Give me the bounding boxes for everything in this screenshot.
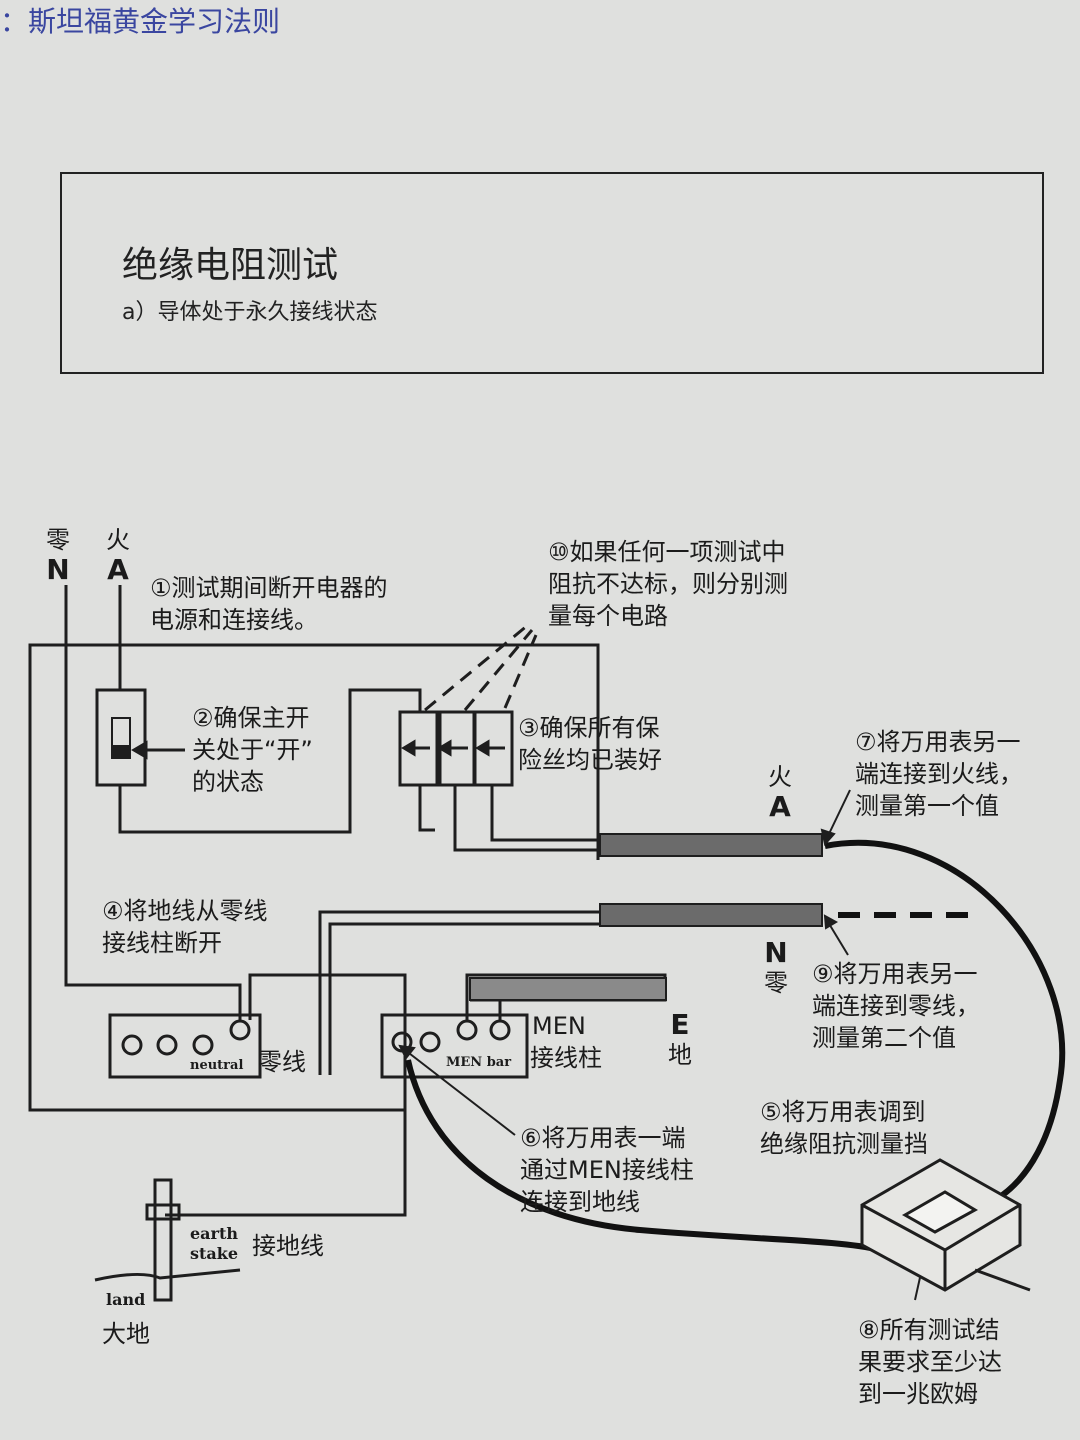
neutral-supply-label: 零 N bbox=[46, 526, 70, 586]
title-box: 绝缘电阻测试 a）导体处于永久接线状态 bbox=[60, 172, 1044, 374]
diagram-title: 绝缘电阻测试 bbox=[122, 245, 339, 286]
earth-stake-cn-label: 接地线 bbox=[252, 1232, 324, 1260]
step2-label: ②确保主开 关处于“开” 的状态 bbox=[192, 704, 313, 796]
neutral-cable-end bbox=[599, 903, 823, 927]
land-cn-label: 大地 bbox=[102, 1320, 150, 1348]
meter-lead-earth bbox=[405, 1059, 881, 1253]
meter-lead-live bbox=[824, 839, 1066, 1203]
switch-arrow bbox=[131, 740, 185, 760]
fuse-arrows bbox=[401, 739, 505, 757]
cable-neutral-label: N 零 bbox=[764, 936, 788, 998]
earth-stake-en-label: earth stake bbox=[190, 1224, 239, 1263]
step10-dashed-arrows bbox=[424, 623, 538, 712]
land-en-label: land bbox=[106, 1290, 146, 1309]
step3-label: ③确保所有保 险丝均已装好 bbox=[518, 714, 662, 774]
step1-label: ①测试期间断开电器的 电源和连接线。 bbox=[150, 574, 388, 634]
neutral-bar-cn-label: 零线 bbox=[258, 1048, 306, 1076]
step8-label: ⑧所有测试结 果要求至少达 到一兆欧姆 bbox=[858, 1316, 1002, 1408]
men-bar-term: MEN bar bbox=[446, 1055, 512, 1070]
earth-wire bbox=[165, 1110, 407, 1217]
neutral-bar bbox=[108, 1013, 262, 1079]
earth-bar bbox=[469, 977, 667, 1001]
men-bar-terminals bbox=[391, 1019, 511, 1053]
multimeter bbox=[860, 1158, 1031, 1292]
step6-label: ⑥将万用表一端 通过MEN接线柱 连接到地线 bbox=[520, 1124, 694, 1216]
men-en-label: MEN bbox=[532, 1012, 586, 1040]
men-cn-label: 接线柱 bbox=[530, 1044, 602, 1072]
page-header-text: ：斯坦福黄金学习法则 bbox=[0, 5, 281, 38]
step10-label: ⑩如果任何一项测试中 阻抗不达标，则分别测 量每个电路 bbox=[548, 538, 788, 630]
ground-line bbox=[94, 1268, 241, 1282]
neutral-supply-line bbox=[64, 585, 242, 1020]
step4-label: ④将地线从零线 接线柱断开 bbox=[102, 897, 268, 957]
step7-label: ⑦将万用表另一 端连接到火线， 测量第一个值 bbox=[855, 728, 1023, 820]
fuse-output-1 bbox=[418, 785, 435, 832]
neutral-bar-term: neutral bbox=[190, 1058, 244, 1073]
cable-live-label: 火 A bbox=[768, 763, 792, 823]
diagram-subtitle: a）导体处于永久接线状态 bbox=[122, 300, 378, 325]
switch-to-fuses-wire bbox=[118, 688, 422, 834]
main-switch bbox=[95, 688, 147, 787]
enclosure-outline bbox=[28, 643, 600, 1112]
earth-label: E 地 bbox=[668, 1008, 692, 1070]
step9-label: ⑨将万用表另一 端连接到零线， 测量第二个值 bbox=[812, 960, 980, 1052]
live-supply-label: 火 A bbox=[106, 526, 130, 586]
live-cable-end bbox=[599, 833, 823, 857]
earth-stake bbox=[153, 1178, 173, 1302]
step5-label: ⑤将万用表调到 绝缘阻抗测量挡 bbox=[760, 1098, 928, 1158]
neutral-bar-terminals bbox=[121, 1019, 251, 1056]
neutral-link-wire bbox=[248, 973, 407, 1110]
men-bar bbox=[380, 1013, 529, 1079]
